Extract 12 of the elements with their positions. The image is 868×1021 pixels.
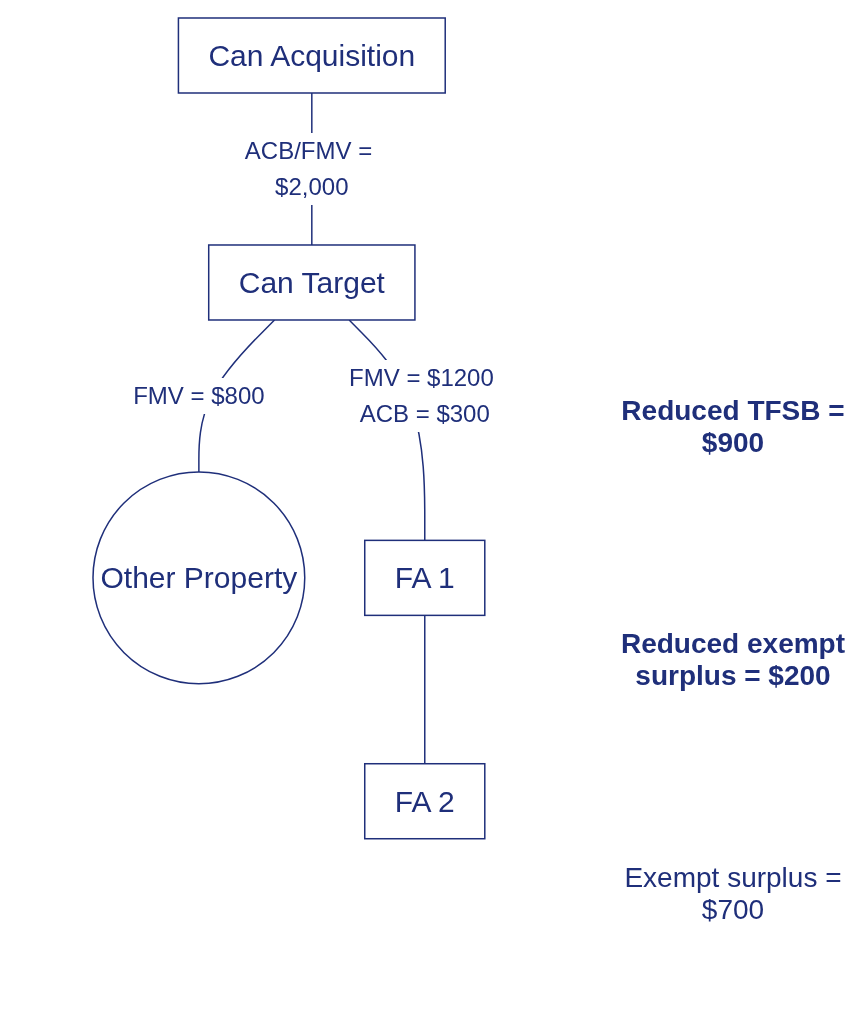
note-text: Reduced TFSB = $900 — [620, 394, 846, 459]
node-box: FA 2 — [364, 763, 486, 840]
note-text: Exempt surplus = $700 — [623, 862, 843, 927]
node-box: FA 1 — [364, 539, 486, 617]
edge-label: FMV = $1200 ACB = $300 — [349, 363, 494, 427]
node-box: Can Target — [208, 244, 416, 321]
edge-label: FMV = $800 — [133, 381, 265, 409]
connector — [424, 614, 426, 765]
edge-label: ACB/FMV = $2,000 — [244, 137, 373, 200]
node-circle: Other Property — [92, 471, 306, 685]
node-box: Can Acquisition — [177, 17, 447, 94]
note-text: Reduced exempt surplus = $200 — [619, 628, 847, 693]
